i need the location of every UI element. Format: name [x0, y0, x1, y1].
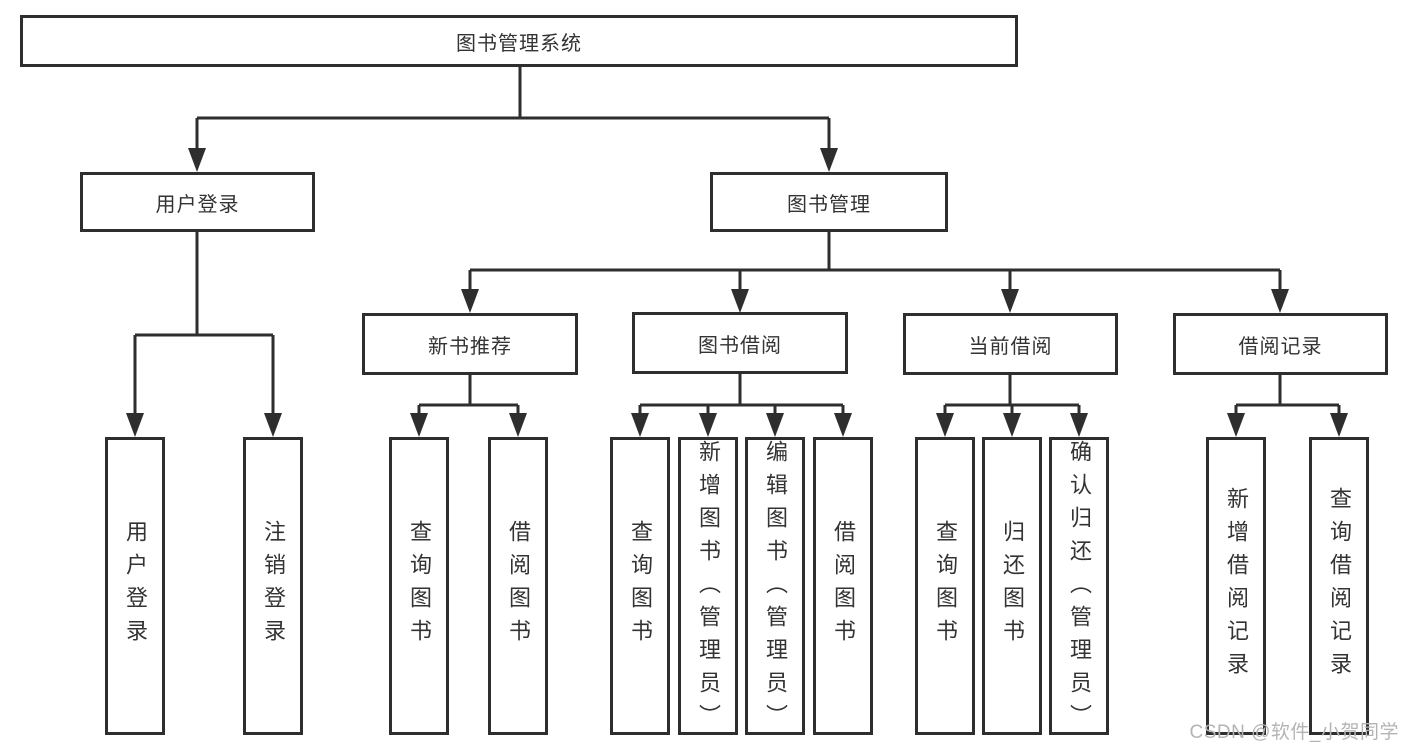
leaf-borrow-books-2: 借阅图书: [813, 437, 873, 735]
arrowheads: [126, 148, 1348, 437]
node-current-borrowing: 当前借阅: [903, 313, 1118, 375]
node-borrow-records: 借阅记录: [1173, 313, 1388, 375]
leaf-query-books-3: 查询图书: [915, 437, 975, 735]
leaf-query-borrow-record: 查询借阅记录: [1309, 437, 1369, 735]
node-new-book-recommend: 新书推荐: [362, 313, 578, 375]
node-book-management: 图书管理: [710, 172, 948, 232]
watermark: CSDN @软件_小贺同学: [1189, 722, 1399, 743]
leaf-confirm-return-admin: 确认归还（管理员）: [1049, 437, 1109, 737]
leaf-logout: 注销登录: [243, 437, 303, 735]
node-user-login: 用户登录: [80, 172, 315, 232]
leaf-add-borrow-record: 新增借阅记录: [1206, 437, 1266, 735]
leaf-borrow-books-1: 借阅图书: [488, 437, 548, 735]
leaf-edit-books-admin: 编辑图书（管理员）: [745, 437, 805, 737]
leaf-user-login: 用户登录: [105, 437, 165, 735]
leaf-add-books-admin: 新增图书（管理员）: [678, 437, 738, 737]
leaf-query-books-2: 查询图书: [610, 437, 670, 735]
node-book-borrowing: 图书借阅: [632, 312, 848, 374]
leaf-return-books: 归还图书: [982, 437, 1042, 735]
node-library-system: 图书管理系统: [20, 15, 1018, 67]
leaf-query-books-1: 查询图书: [389, 437, 449, 735]
